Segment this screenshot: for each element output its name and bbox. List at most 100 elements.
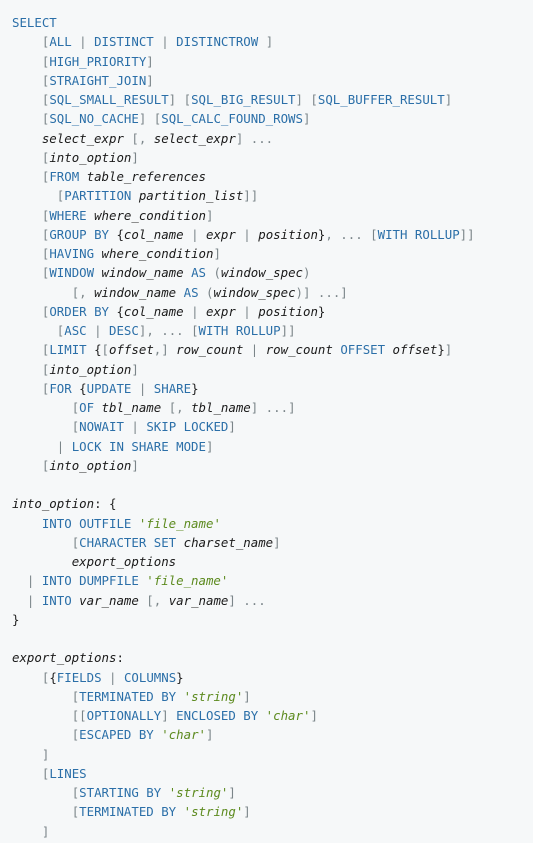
variable-token: window_spec	[220, 265, 303, 281]
punctuation-token: ]	[146, 53, 154, 69]
text-token	[12, 573, 27, 588]
punctuation-token: ]	[228, 419, 236, 435]
text-token: }	[317, 303, 326, 319]
punctuation-token: [	[71, 534, 80, 550]
punctuation-token: [,	[123, 130, 154, 146]
string-token: 'file_name'	[138, 515, 221, 531]
keyword-token: FIELDS	[56, 669, 102, 685]
punctuation-token: |	[26, 592, 42, 608]
variable-token: col_name	[123, 226, 184, 242]
keyword-token: WITH ROLLUP	[377, 226, 460, 242]
punctuation-token: ] ...	[235, 130, 274, 146]
variable-token: window_spec	[213, 284, 296, 300]
punctuation-token: [	[71, 727, 80, 743]
punctuation-token: [	[41, 92, 50, 107]
punctuation-token: ]	[243, 804, 251, 820]
keyword-token: WHERE	[49, 207, 87, 223]
text-token	[12, 766, 42, 781]
code-line: [FROM table_references	[12, 167, 533, 186]
punctuation-token: (	[213, 265, 221, 281]
text-token	[12, 458, 42, 473]
punctuation-token: [	[71, 400, 80, 415]
punctuation-token: ] [	[168, 92, 192, 107]
text-token	[79, 169, 86, 184]
punctuation-token: ]	[131, 149, 139, 165]
keyword-token: CHARACTER SET	[79, 534, 177, 550]
keyword-token: STRAIGHT_JOIN	[49, 72, 147, 88]
punctuation-token: [	[41, 111, 50, 127]
keyword-token: OF	[79, 400, 95, 415]
punctuation-token: [	[71, 419, 80, 435]
code-line: [ORDER BY {col_name | expr | position}	[12, 302, 533, 321]
code-line: [TERMINATED BY 'string']	[12, 802, 533, 821]
punctuation-token: [[	[71, 708, 87, 723]
variable-token: partition_list	[138, 188, 244, 204]
string-token: 'file_name'	[146, 573, 229, 589]
code-line: [SQL_SMALL_RESULT] [SQL_BIG_RESULT] [SQL…	[12, 90, 533, 109]
text-token	[87, 208, 94, 223]
text-token	[12, 208, 42, 223]
text-token	[12, 400, 72, 415]
punctuation-token: ] [	[138, 111, 162, 127]
text-token	[12, 824, 42, 839]
code-line: [LINES	[12, 764, 533, 783]
keyword-token: DISTINCT	[94, 34, 154, 50]
code-line: [GROUP BY {col_name | expr | position}, …	[12, 225, 533, 244]
variable-token: charset_name	[183, 534, 274, 550]
keyword-token: ENCLOSED BY	[176, 708, 259, 723]
code-line: [OF tbl_name [, tbl_name] ...]	[12, 398, 533, 417]
code-line: INTO OUTFILE 'file_name'	[12, 514, 533, 533]
code-line: [ASC | DESC], ... [WITH ROLLUP]]	[12, 321, 533, 340]
code-line: | INTO DUMPFILE 'file_name'	[12, 571, 533, 590]
code-line: [PARTITION partition_list]]	[12, 186, 533, 205]
variable-token: position	[258, 303, 318, 319]
code-line: select_expr [, select_expr] ...	[12, 129, 533, 148]
punctuation-token: ] ...]	[250, 400, 296, 415]
punctuation-token: )	[303, 265, 311, 281]
variable-token: var_name	[168, 592, 229, 608]
text-token	[12, 554, 72, 569]
text-token	[161, 785, 168, 800]
punctuation-token: [	[41, 169, 50, 184]
text-token	[258, 708, 265, 723]
keyword-token: AS	[191, 265, 206, 281]
text-token	[12, 381, 42, 396]
punctuation-token: ]	[41, 823, 50, 839]
text-token	[12, 323, 57, 338]
variable-token: select_expr	[41, 130, 124, 146]
text-token	[12, 92, 42, 107]
code-line: [FOR {UPDATE | SHARE}	[12, 379, 533, 398]
punctuation-token: |	[101, 669, 124, 685]
code-line: [into_option]	[12, 456, 533, 475]
punctuation-token: [	[71, 804, 80, 820]
variable-token: row_count	[265, 342, 333, 358]
keyword-token: ORDER BY	[49, 303, 109, 319]
punctuation-token: |	[56, 438, 72, 454]
punctuation-token: [	[41, 457, 50, 473]
code-line: }	[12, 610, 533, 629]
text-token	[176, 285, 183, 300]
keyword-token: INTO OUTFILE	[41, 515, 132, 531]
variable-token: into_option	[49, 361, 132, 377]
code-line: [SQL_NO_CACHE] [SQL_CALC_FOUND_ROWS]	[12, 109, 533, 128]
text-token: {	[86, 342, 102, 358]
keyword-token: DESC	[109, 323, 139, 338]
variable-token: col_name	[123, 303, 184, 319]
punctuation-token: [,	[138, 592, 169, 608]
text-token	[12, 285, 72, 300]
keyword-token: ASC	[64, 323, 87, 338]
keyword-token: WITH ROLLUP	[198, 323, 281, 338]
punctuation-token: ]	[273, 534, 281, 550]
punctuation-token: [	[41, 34, 50, 50]
text-token	[12, 73, 42, 88]
text-token: }	[191, 380, 199, 396]
variable-token: select_expr	[153, 130, 236, 146]
code-line: [TERMINATED BY 'string']	[12, 687, 533, 706]
keyword-token: ALL	[49, 34, 72, 50]
punctuation-token: [	[101, 342, 110, 358]
code-line: [HIGH_PRIORITY]	[12, 52, 533, 71]
code-line: | INTO var_name [, var_name] ...	[12, 591, 533, 610]
punctuation-token: ]	[243, 688, 251, 704]
keyword-token: OFFSET	[340, 342, 386, 358]
